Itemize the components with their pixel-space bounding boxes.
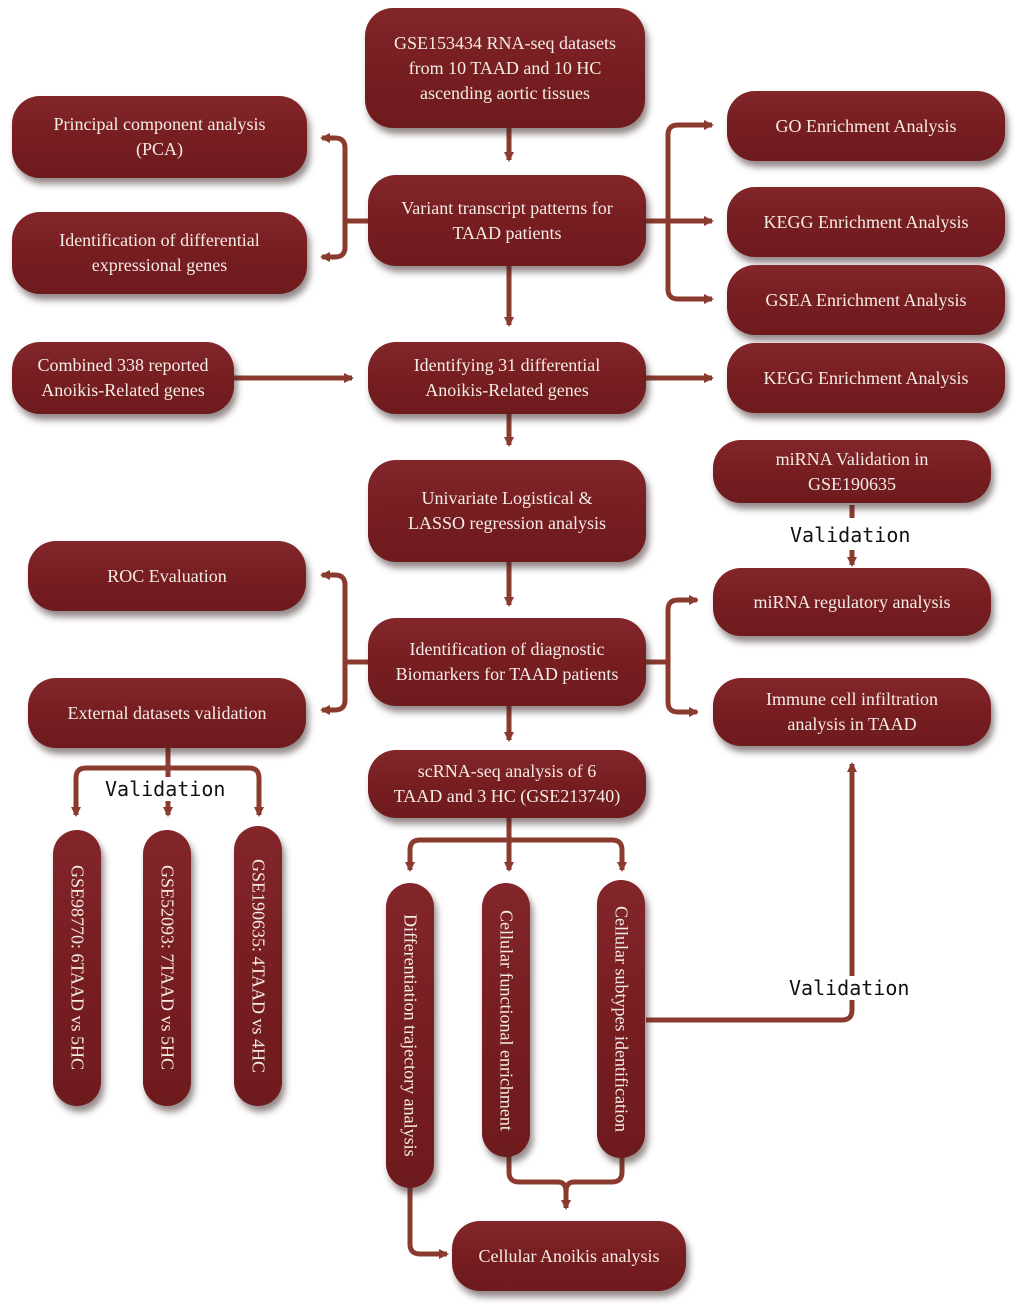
node-label: GSE52093: 7TAAD vs 5HC (157, 865, 178, 1071)
node-deg: Identification of differential expressio… (12, 212, 307, 294)
arrow-trajectory-to-anoikis (407, 1188, 449, 1259)
node-gse190635: GSE190635: 4TAAD vs 4HC (234, 826, 282, 1106)
arrow-external-to-gse190635 (168, 765, 264, 817)
node-cellular-anoikis: Cellular Anoikis analysis (452, 1221, 686, 1291)
node-univariate-lasso: Univariate Logistical & LASSO regression… (368, 460, 646, 562)
node-label: KEGG Enrichment Analysis (763, 367, 969, 388)
node-immune-infiltration: Immune cell infiltration analysis in TAA… (713, 678, 991, 746)
node-label: Combined 338 reported Anoikis-Related ge… (37, 355, 209, 400)
node-label: Cellular Anoikis analysis (478, 1245, 660, 1266)
node-label: GSEA Enrichment Analysis (765, 289, 967, 310)
arrow-scrna-to-subtypes (509, 837, 627, 872)
node-external-validation: External datasets validation (28, 678, 306, 748)
arrow-subtypes-to-immune (646, 762, 857, 1023)
arrow-diagnostic-to-mirna-regulatory (646, 595, 699, 665)
arrow-external-to-gse98770 (71, 748, 171, 817)
node-label: KEGG Enrichment Analysis (763, 211, 969, 232)
node-label: Cellular functional enrichment (496, 909, 517, 1131)
node-scrna-seq: scRNA-seq analysis of 6 TAAD and 3 HC (G… (368, 750, 646, 818)
node-gsea-enrichment: GSEA Enrichment Analysis (727, 265, 1005, 335)
arrow-diagnostic-to-roc (320, 570, 368, 665)
node-pca: Principal component analysis (PCA) (12, 96, 307, 178)
node-label: ROC Evaluation (107, 565, 227, 586)
node-label: GO Enrichment Analysis (775, 115, 957, 136)
node-label: miRNA Validation in GSE190635 (775, 448, 929, 494)
node-gse52093: GSE52093: 7TAAD vs 5HC (143, 830, 191, 1106)
arrow-functional-to-anoikis (506, 1155, 571, 1210)
arrow-diagnostic-to-immune (665, 662, 699, 717)
node-label: scRNA-seq analysis of 6 TAAD and 3 HC (G… (393, 761, 621, 806)
node-label: GSE190635: 4TAAD vs 4HC (248, 858, 269, 1074)
node-variant-transcript: Variant transcript patterns for TAAD pat… (368, 175, 646, 266)
node-functional-enrichment: Cellular functional enrichment (482, 883, 530, 1157)
edge-label-external-validation: Validation (101, 777, 230, 801)
node-label: External datasets validation (67, 702, 267, 723)
node-label: GSE98770: 6TAAD vs 5HC (67, 865, 88, 1071)
arrow-diagnostic-to-external (320, 662, 348, 715)
node-gse153434-dataset: GSE153434 RNA-seq datasets from 10 TAAD … (365, 8, 645, 128)
node-label: Identification of differential expressio… (59, 230, 260, 275)
arrow-variant-to-pca (320, 133, 368, 224)
node-subtypes-identification: Cellular subtypes identification (597, 880, 645, 1158)
arrow-variant-to-gsea (665, 221, 714, 304)
node-kegg-enrichment-1: KEGG Enrichment Analysis (727, 187, 1005, 257)
node-label: Principal component analysis (PCA) (53, 114, 266, 159)
node-label: Identification of diagnostic Biomarkers … (395, 639, 619, 684)
node-identifying-31-genes: Identifying 31 differential Anoikis-Rela… (368, 342, 646, 414)
node-go-enrichment: GO Enrichment Analysis (727, 91, 1005, 161)
edge-label-subtypes-validation: Validation (785, 976, 914, 1000)
node-label: Immune cell infiltration analysis in TAA… (766, 689, 938, 734)
node-trajectory-analysis: Differentiation trajectory analysis (386, 883, 434, 1188)
arrow-subtypes-to-anoikis (563, 1155, 625, 1193)
node-diagnostic-biomarkers: Identification of diagnostic Biomarkers … (368, 618, 646, 706)
node-label: GSE153434 RNA-seq datasets from 10 TAAD … (394, 32, 616, 103)
edge-label-mirna-validation: Validation (786, 523, 915, 547)
node-mirna-regulatory: miRNA regulatory analysis (713, 568, 991, 636)
node-label: Variant transcript patterns for TAAD pat… (401, 197, 613, 243)
node-label: Differentiation trajectory analysis (400, 914, 421, 1157)
arrow-scrna-to-trajectory (405, 818, 512, 872)
arrow-variant-to-go (646, 120, 714, 224)
arrow-variant-to-deg (320, 221, 348, 262)
node-label: Univariate Logistical & LASSO regression… (408, 488, 606, 533)
node-combined-anoikis-genes: Combined 338 reported Anoikis-Related ge… (12, 342, 234, 414)
node-roc-evaluation: ROC Evaluation (28, 541, 306, 611)
node-label: Identifying 31 differential Anoikis-Rela… (413, 355, 601, 400)
node-label: Cellular subtypes identification (611, 906, 632, 1132)
node-mirna-validation: miRNA Validation in GSE190635 (713, 440, 991, 503)
node-label: miRNA regulatory analysis (753, 591, 951, 612)
node-kegg-enrichment-2: KEGG Enrichment Analysis (727, 343, 1005, 413)
node-gse98770: GSE98770: 6TAAD vs 5HC (53, 830, 101, 1106)
